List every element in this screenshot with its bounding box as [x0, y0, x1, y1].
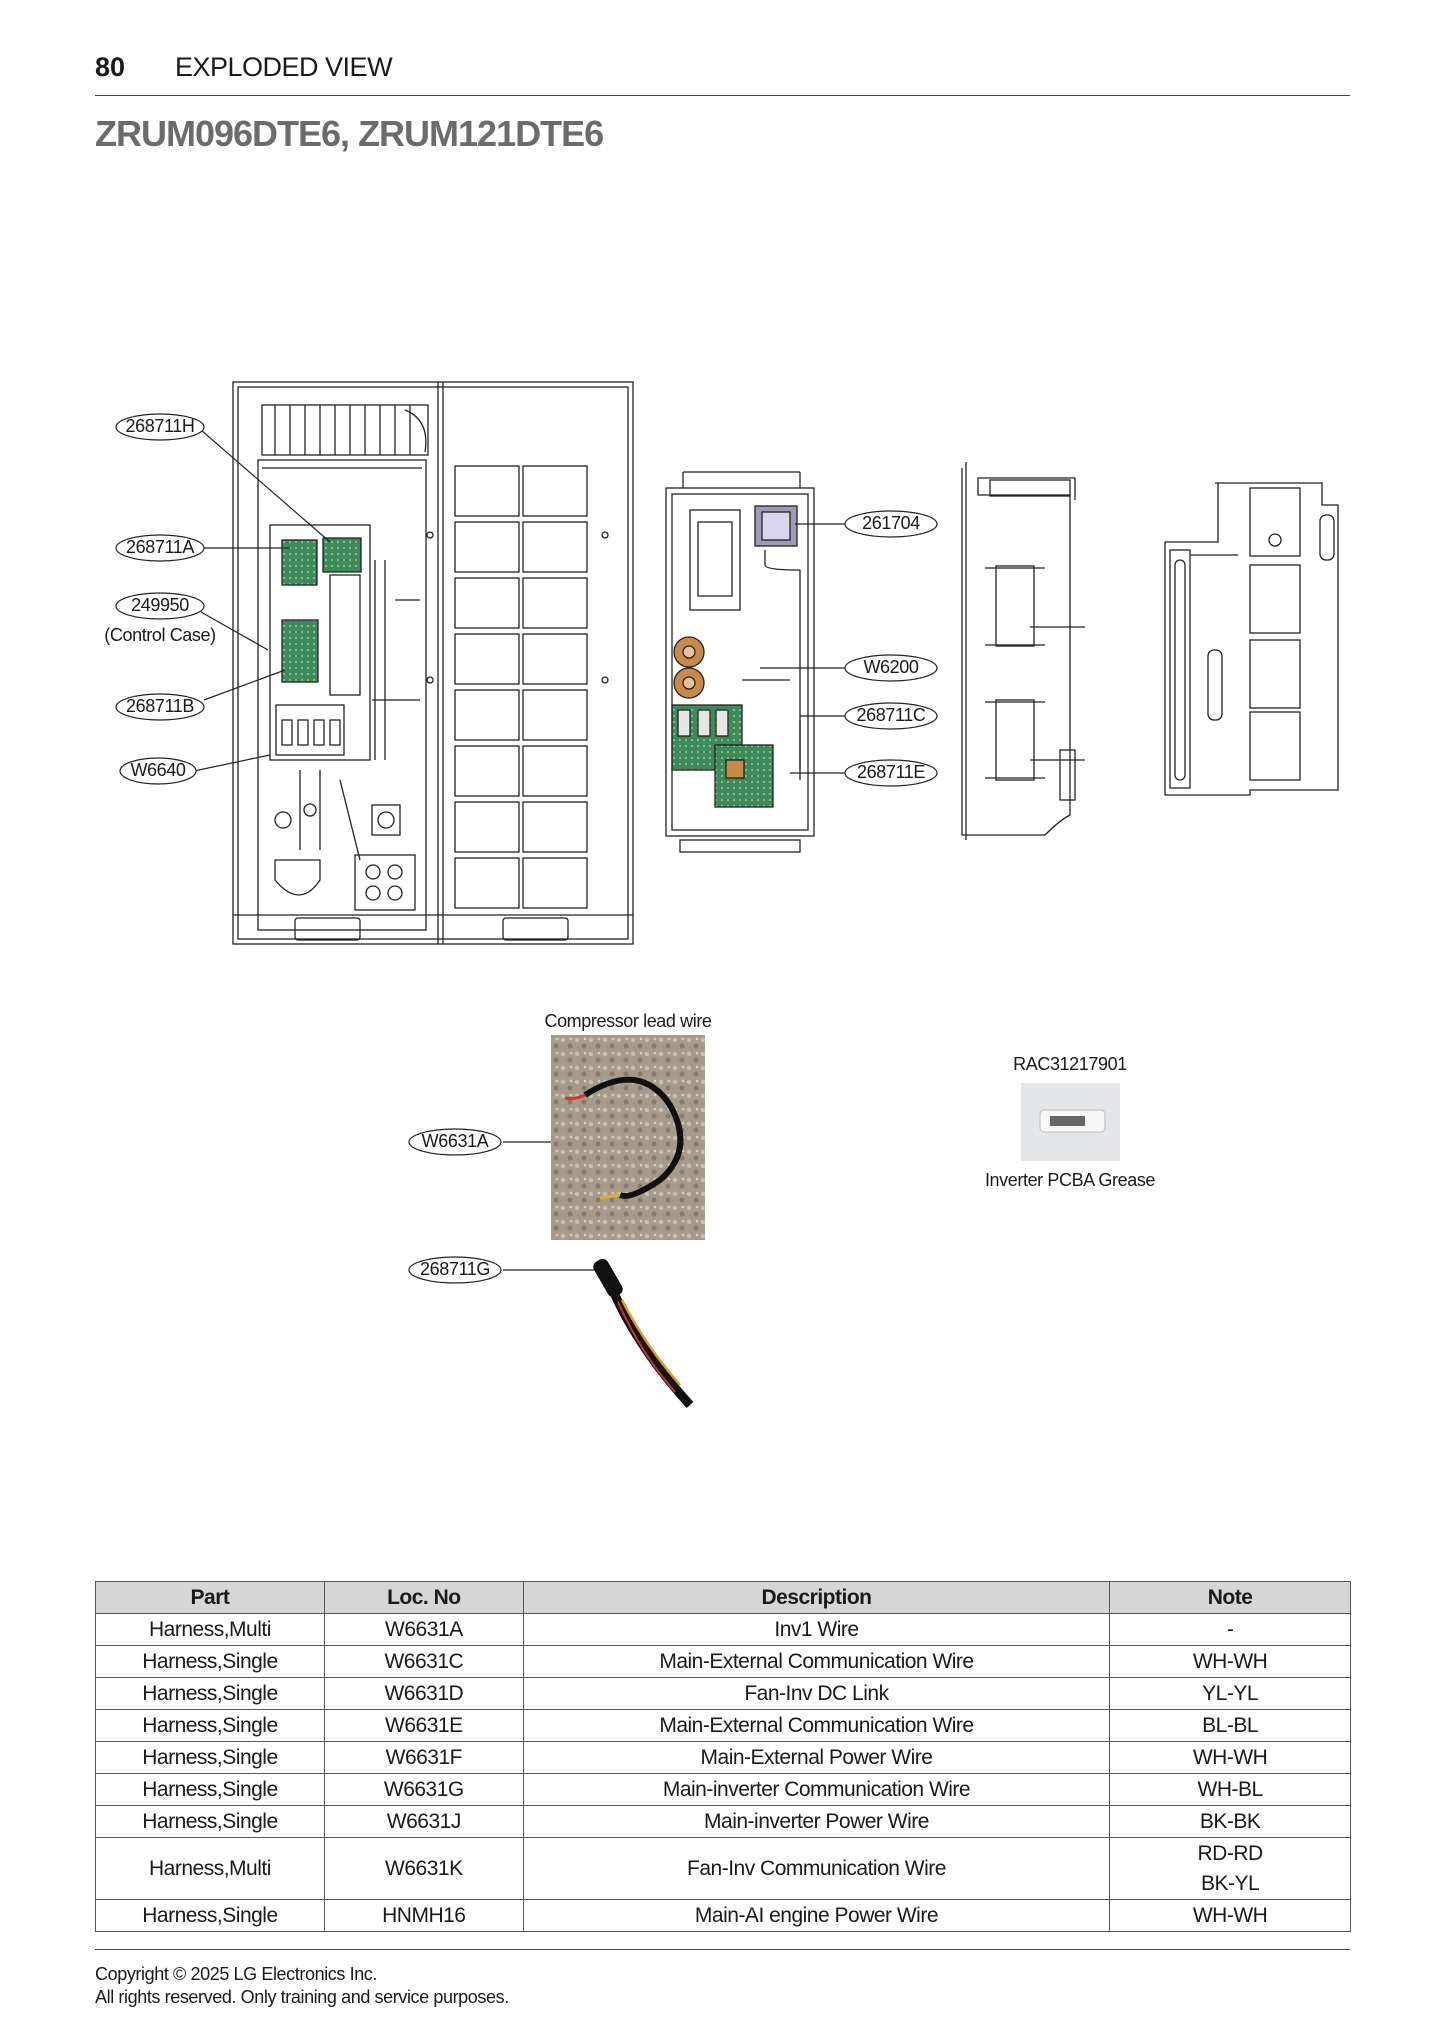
cell-note: BL-BL	[1109, 1709, 1351, 1742]
cell-loc-no: W6631E	[323, 1709, 524, 1742]
callout-268711a: 268711A	[126, 537, 194, 557]
callout-268711c: 268711C	[856, 705, 926, 725]
callout-268711g: 268711G	[420, 1259, 490, 1279]
cell-description: Main-External Power Wire	[522, 1741, 1111, 1774]
callout-249950-note: (Control Case)	[104, 625, 216, 645]
header-note: Note	[1109, 1581, 1351, 1614]
header-loc-no: Loc. No	[323, 1581, 524, 1614]
exploded-view-diagram	[115, 381, 1339, 1409]
cell-loc-no: W6631K	[323, 1837, 524, 1900]
cell-note: -	[1109, 1613, 1351, 1646]
table-row: Harness,Single W6631D Fan-Inv DC Link YL…	[95, 1677, 1351, 1710]
copyright-line: Copyright © 2025 LG Electronics Inc.	[95, 1964, 378, 1984]
callout-w6200: W6200	[863, 657, 919, 677]
cell-description: Fan-Inv Communication Wire	[522, 1837, 1111, 1900]
cell-note: YL-YL	[1109, 1677, 1351, 1710]
callout-268711e: 268711E	[857, 762, 925, 782]
cell-part: Harness,Single	[95, 1741, 325, 1774]
cell-part: Harness,Multi	[95, 1837, 325, 1900]
cell-description: Inv1 Wire	[522, 1613, 1111, 1646]
cell-part: Harness,Multi	[95, 1613, 325, 1646]
note-line: BK-YL	[1201, 1871, 1260, 1895]
section-title: EXPLODED VIEW	[175, 52, 393, 82]
side-bracket-panel	[961, 462, 1085, 840]
cell-part: Harness,Single	[95, 1899, 325, 1932]
cell-part: Harness,Single	[95, 1709, 325, 1742]
callout-268711h: 268711H	[125, 416, 195, 436]
cell-loc-no: HNMH16	[323, 1899, 524, 1932]
table-row: Harness,Multi W6631A Inv1 Wire -	[95, 1613, 1351, 1646]
cell-loc-no: W6631A	[323, 1613, 524, 1646]
model-title: ZRUM096DTE6, ZRUM121DTE6	[95, 113, 604, 154]
cell-description: Main-External Communication Wire	[522, 1709, 1111, 1742]
cell-note: BK-BK	[1109, 1805, 1351, 1838]
parts-table: Part Loc. No Description Note Harness,Mu…	[95, 1581, 1351, 1932]
table-row: Harness,Single W6631G Main-inverter Comm…	[95, 1773, 1351, 1806]
cell-note: WH-BL	[1109, 1773, 1351, 1806]
grease-caption: Inverter PCBA Grease	[984, 1170, 1156, 1190]
cell-loc-no: W6631G	[323, 1773, 524, 1806]
grease-photo	[1021, 1083, 1120, 1161]
cell-note: WH-WH	[1109, 1645, 1351, 1678]
cell-part: Harness,Single	[95, 1773, 325, 1806]
table-row: Harness,Single W6631F Main-External Powe…	[95, 1741, 1351, 1774]
table-header-row: Part Loc. No Description Note	[95, 1581, 1351, 1614]
cell-loc-no: W6631J	[323, 1805, 524, 1838]
cell-note: WH-WH	[1109, 1741, 1351, 1774]
page-number: 80	[95, 52, 126, 82]
compressor-lead-wire-photo	[551, 1035, 705, 1240]
copyright: Copyright © 2025 LG Electronics Inc. All…	[95, 1963, 509, 2009]
footer-divider	[95, 1949, 1350, 1950]
cell-note: RD-RD BK-YL	[1109, 1837, 1351, 1900]
harness-cable-photo	[593, 1258, 694, 1409]
cell-description: Main-inverter Communication Wire	[522, 1773, 1111, 1806]
cell-description: Main-External Communication Wire	[522, 1645, 1111, 1678]
cell-description: Fan-Inv DC Link	[522, 1677, 1111, 1710]
rights-line: All rights reserved. Only training and s…	[95, 1987, 509, 2007]
table-row: Harness,Multi W6631K Fan-Inv Communicati…	[95, 1837, 1351, 1900]
mounting-plate	[1164, 482, 1339, 796]
header-description: Description	[522, 1581, 1111, 1614]
cell-part: Harness,Single	[95, 1677, 325, 1710]
cell-description: Main-inverter Power Wire	[522, 1805, 1111, 1838]
callout-268711b: 268711B	[126, 696, 194, 716]
table-row: Harness,Single W6631C Main-External Comm…	[95, 1645, 1351, 1678]
inverter-control-box	[665, 471, 815, 853]
table-row: Harness,Single W6631J Main-inverter Powe…	[95, 1805, 1351, 1838]
cell-loc-no: W6631C	[323, 1645, 524, 1678]
cell-loc-no: W6631D	[323, 1677, 524, 1710]
note-line: RD-RD	[1197, 1841, 1264, 1865]
cell-part: Harness,Single	[95, 1805, 325, 1838]
table-row: Harness,Single HNMH16 Main-AI engine Pow…	[95, 1899, 1351, 1932]
outdoor-unit-front-view	[232, 381, 634, 945]
cell-part: Harness,Single	[95, 1645, 325, 1678]
grease-part-code: RAC31217901	[1013, 1054, 1127, 1074]
header-part: Part	[95, 1581, 325, 1614]
page-header: 80 EXPLODED VIEW	[95, 46, 1350, 96]
cell-note: WH-WH	[1109, 1899, 1351, 1932]
callout-261704: 261704	[862, 513, 920, 533]
table-row: Harness,Single W6631E Main-External Comm…	[95, 1709, 1351, 1742]
callout-249950: 249950	[131, 595, 189, 615]
compressor-lead-wire-caption: Compressor lead wire	[544, 1011, 712, 1031]
callout-w6640: W6640	[130, 760, 186, 780]
callout-w6631a: W6631A	[421, 1131, 489, 1151]
cell-loc-no: W6631F	[323, 1741, 524, 1774]
cell-description: Main-AI engine Power Wire	[522, 1899, 1111, 1932]
